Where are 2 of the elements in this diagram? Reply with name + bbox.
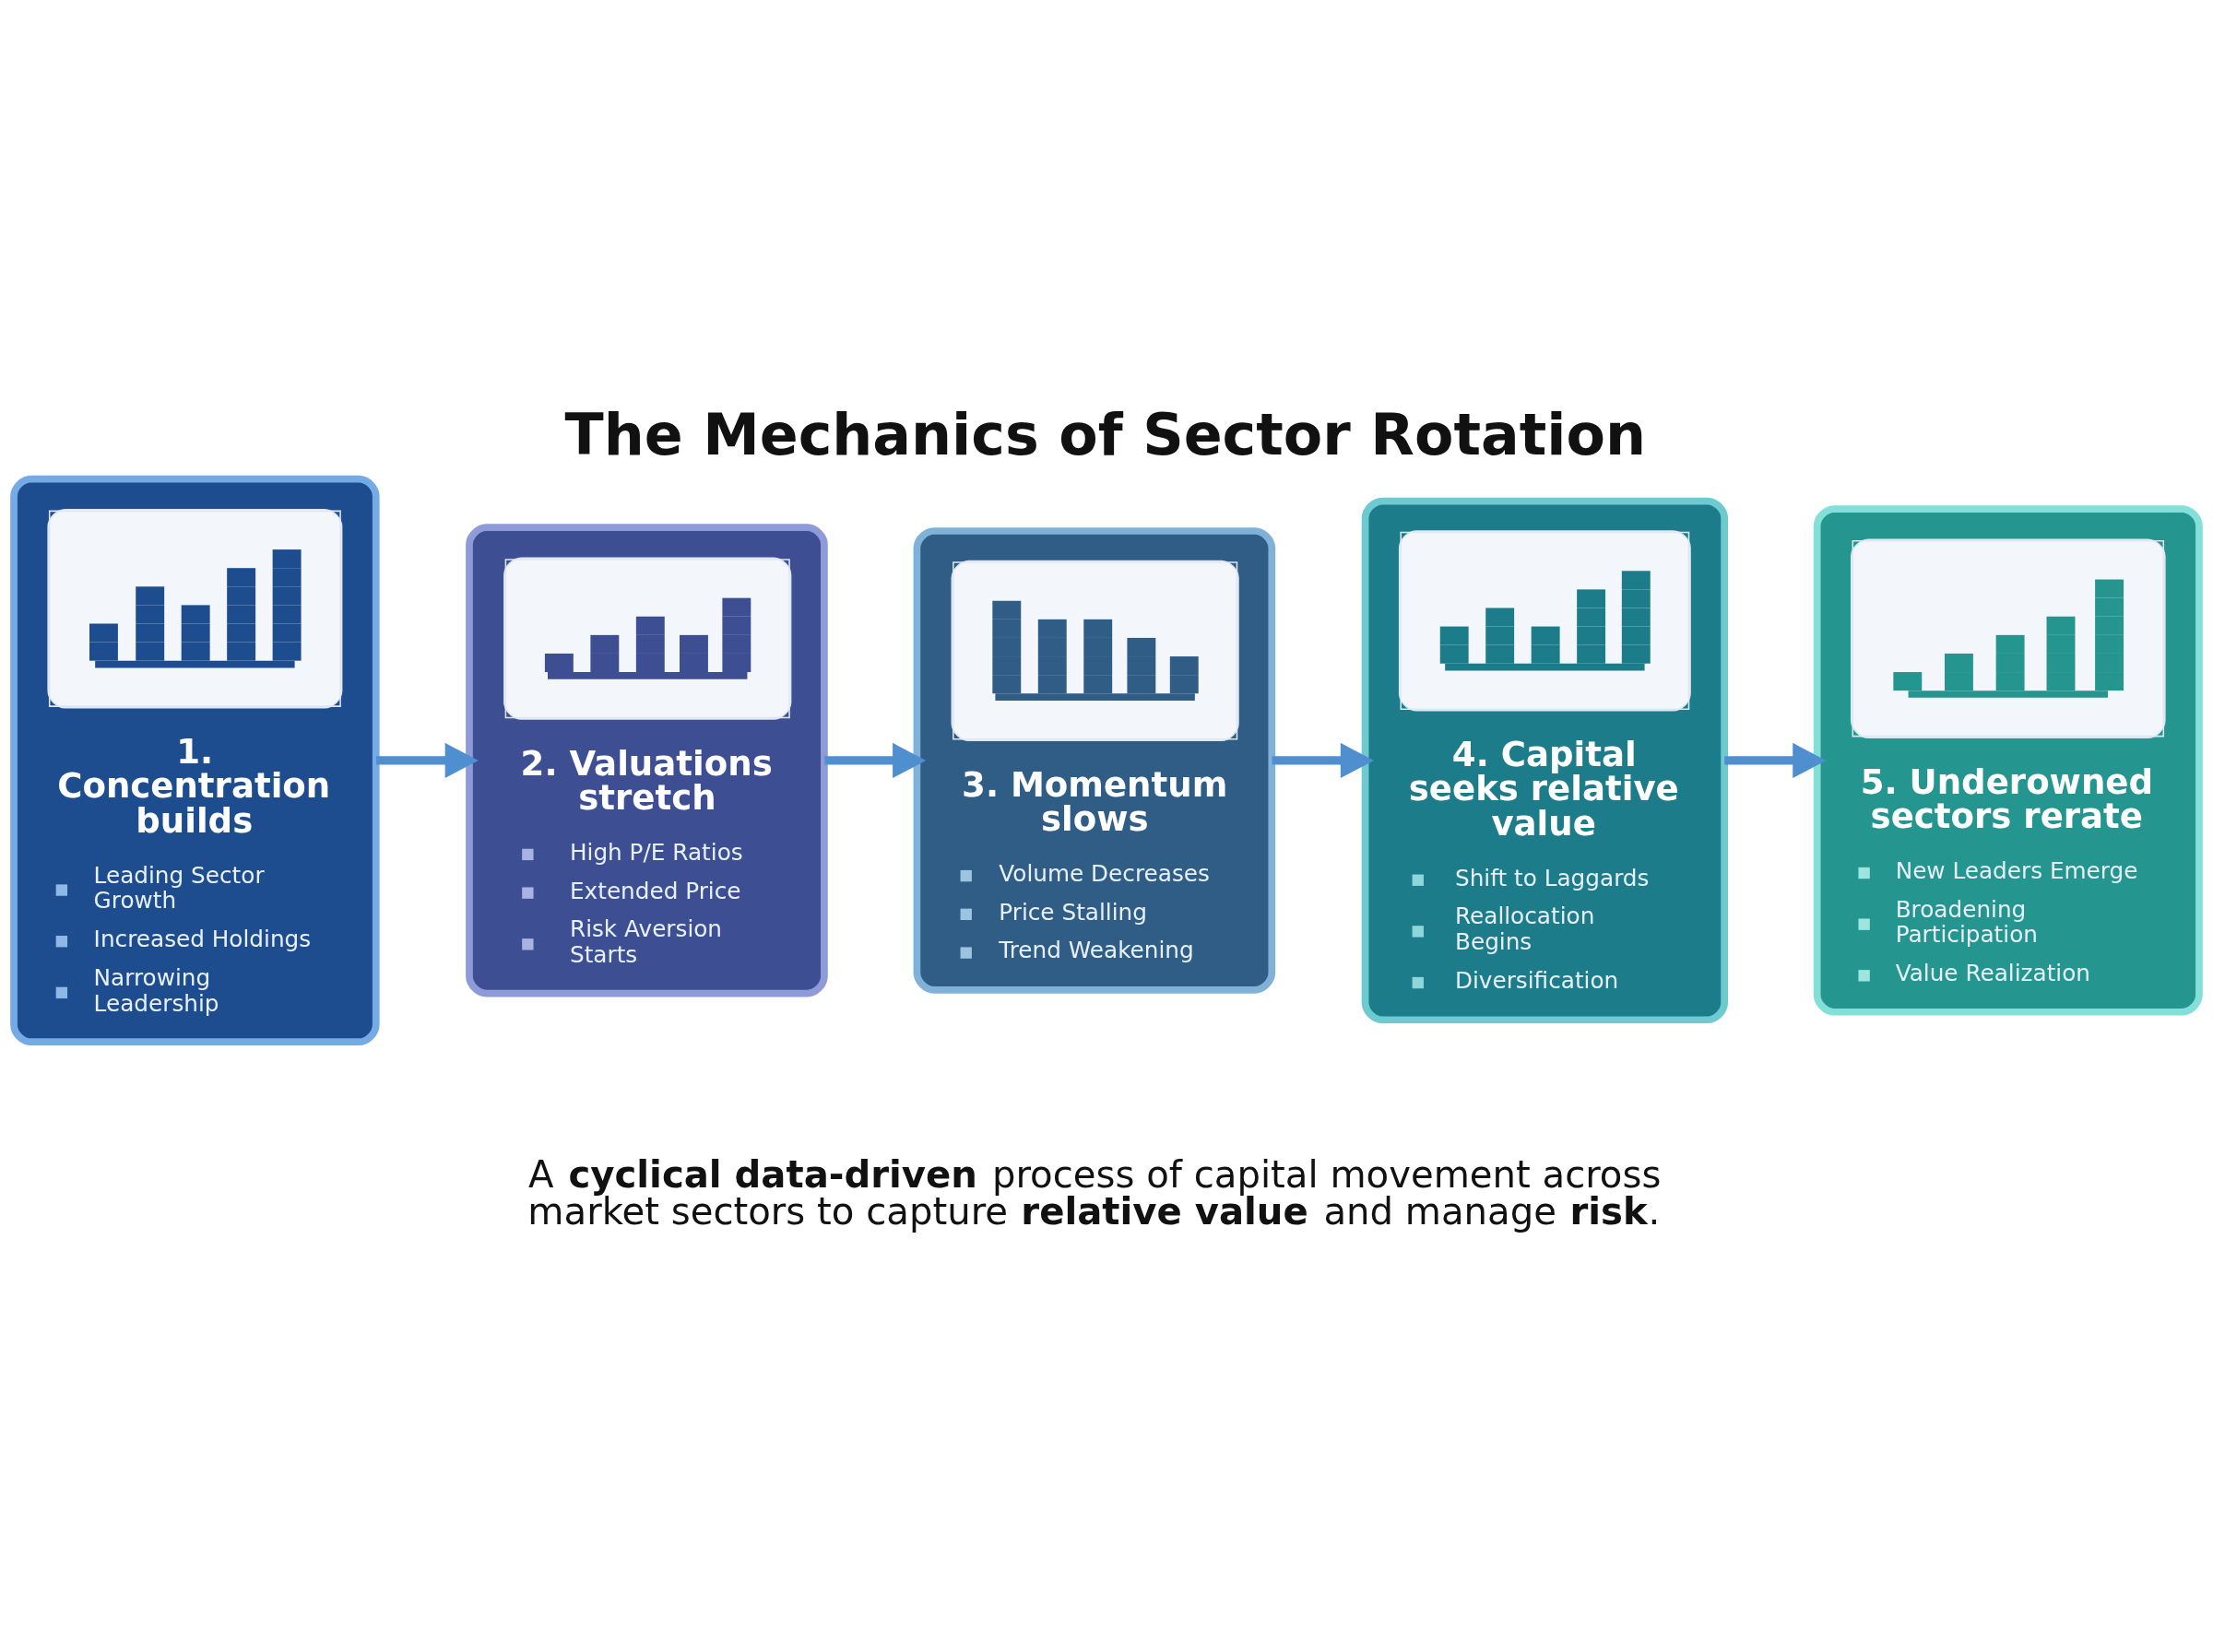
- caption: A cyclical data-driven process of capital movement across market sectors to capture relative value and manage risk.: [527, 1152, 1662, 1233]
- diagram-title: The Mechanics of Sector Rotation: [564, 402, 1646, 469]
